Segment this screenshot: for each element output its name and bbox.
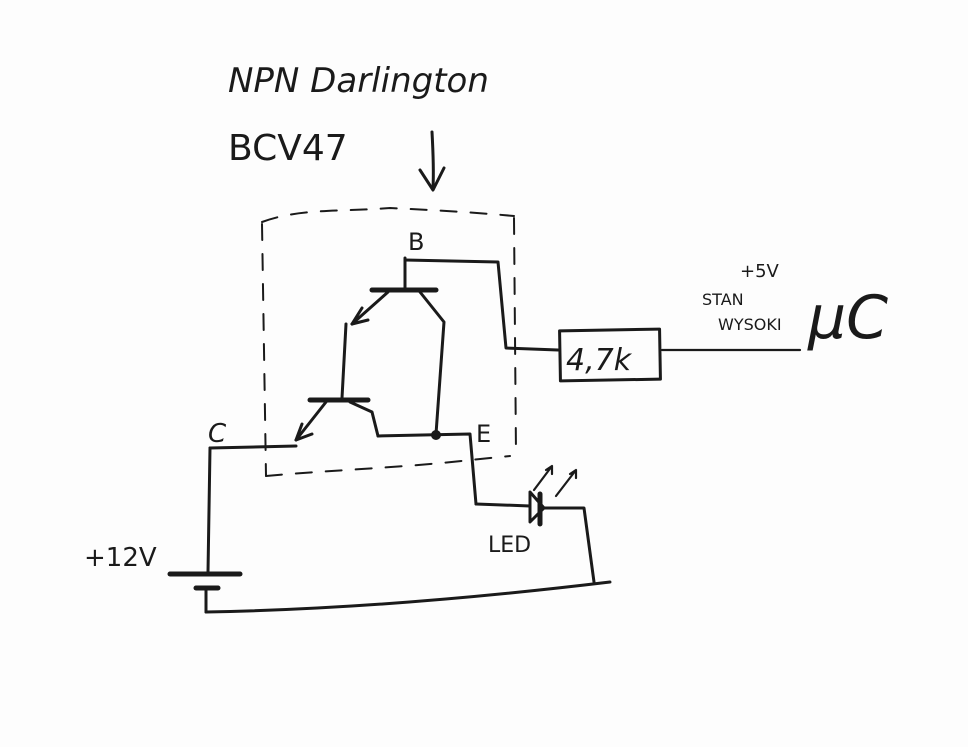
supply-5v-label: +5V [740,261,780,282]
collector-pin-label: C [208,419,227,449]
mcu-label: µC [807,283,888,353]
pointer-arrow-icon [418,130,446,192]
led-icon [474,464,596,584]
base-wire [403,256,560,352]
battery-icon [167,446,243,614]
state-label-line-1: STAN [702,290,744,309]
resistor-value: 4,7k [566,343,633,378]
darlington-link-wire [340,322,348,400]
transistor-lower [294,397,380,442]
resistor: 4,7k [558,327,662,383]
package-outline [261,206,517,477]
emitter-pin-label: E [476,420,491,448]
state-label-line-2: WYSOKI [718,315,782,334]
title-line-2: BCV47 [228,128,348,169]
transistor-upper [350,287,446,436]
return-wire [204,580,612,614]
base-pin-label: B [408,228,424,256]
collector-emitter-wires [208,432,478,506]
title-line-1: NPN Darlington [228,61,489,101]
battery-label: +12V [84,543,157,573]
led-label: LED [488,533,531,558]
